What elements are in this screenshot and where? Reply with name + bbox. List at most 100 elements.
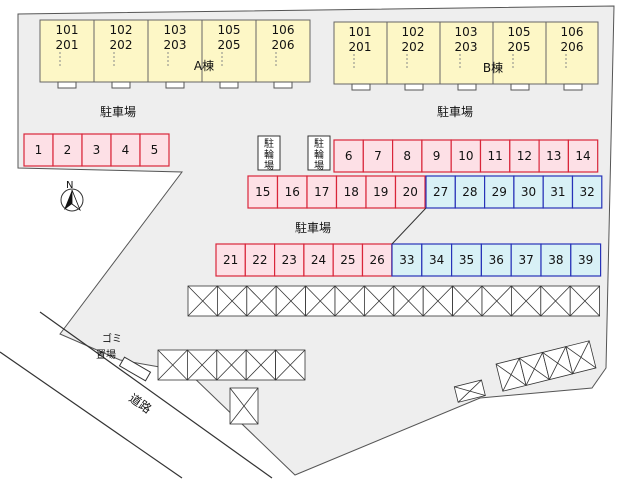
planting-cross-line — [229, 387, 259, 425]
parking-space-7: 7 — [362, 139, 394, 173]
unit-b-206: 206 — [561, 40, 584, 54]
unit-b-203: 203 — [455, 40, 478, 54]
planting-cross-line — [334, 285, 365, 317]
parking-space-22: 22 — [244, 243, 276, 277]
compass-n-label: N — [66, 180, 73, 191]
parking-label-top-left: 駐車場 — [100, 104, 136, 119]
svg-text:輪: 輪 — [314, 148, 324, 161]
parking-space-27: 27 — [425, 175, 456, 209]
parking-space-21: 21 — [215, 243, 246, 277]
unit-a-103: 103 — [164, 23, 187, 37]
parking-space-box — [567, 139, 599, 173]
svg-text:場: 場 — [264, 159, 274, 172]
parking-space-29: 29 — [484, 175, 515, 209]
parking-space-box — [484, 175, 515, 209]
garbage-label-1: ゴミ — [102, 332, 122, 345]
unit-a-201: 201 — [56, 38, 79, 52]
parking-space-35: 35 — [451, 243, 483, 277]
parking-space-13: 13 — [538, 139, 569, 173]
planting-cross-line — [511, 285, 542, 317]
parking-space-31: 31 — [542, 175, 574, 209]
parking-space-33: 33 — [391, 243, 423, 277]
road-edge-lower — [0, 351, 183, 479]
road-label: 道路 — [126, 390, 154, 416]
parking-space-number: 16 — [285, 185, 300, 199]
parking-space-3: 3 — [81, 133, 112, 167]
building-a-label: A棟 — [194, 58, 214, 73]
planting-cross-line — [187, 349, 218, 381]
unit-b-202: 202 — [402, 40, 425, 54]
unit-a-203: 203 — [164, 38, 187, 52]
parking-space-box — [454, 175, 486, 209]
planting-cross-line — [525, 352, 543, 386]
unit-b-201: 201 — [349, 40, 372, 54]
parking-space-number: 18 — [344, 185, 359, 199]
parking-space-number: 26 — [370, 253, 385, 267]
parking-space-number: 11 — [488, 149, 503, 163]
parking-space-30: 30 — [513, 175, 544, 209]
parking-space-34: 34 — [421, 243, 453, 277]
parking-space-number: 30 — [521, 185, 536, 199]
parking-space-number: 5 — [151, 143, 159, 157]
parking-space-37: 37 — [510, 243, 542, 277]
parking-space-20: 20 — [394, 175, 426, 209]
parking-space-box — [335, 175, 367, 209]
garbage-area: ゴミ 置場 — [96, 332, 152, 382]
planting-cross-line — [422, 285, 453, 317]
planting-cross-line — [187, 285, 218, 317]
unit-b-205: 205 — [508, 40, 531, 54]
parking-space-box — [421, 139, 452, 173]
garbage-label-2: 置場 — [96, 348, 116, 361]
planting-cross-line — [246, 285, 277, 317]
unit-a-205: 205 — [218, 38, 241, 52]
parking-space-19: 19 — [365, 175, 397, 209]
parking-space-number: 32 — [580, 185, 595, 199]
parking-space-box — [333, 139, 364, 173]
unit-b-103: 103 — [455, 25, 478, 39]
planting-cross-line — [305, 285, 336, 317]
parking-space-number: 23 — [282, 253, 297, 267]
parking-space-38: 38 — [540, 243, 572, 277]
parking-space-24: 24 — [303, 243, 334, 277]
parking-space-17: 17 — [306, 175, 338, 209]
parking-space-36: 36 — [480, 243, 512, 277]
parking-space-11: 11 — [479, 139, 511, 173]
parking-space-23: 23 — [274, 243, 305, 277]
parking-space-number: 12 — [517, 149, 532, 163]
parking-space-1: 1 — [23, 133, 54, 167]
parking-space-box — [538, 139, 569, 173]
parking-space-box — [365, 175, 397, 209]
planting-cross-line — [157, 349, 188, 381]
parking-space-box — [81, 133, 112, 167]
road-edge-upper — [39, 311, 273, 479]
svg-text:駐: 駐 — [314, 137, 324, 150]
parking-space-box — [451, 243, 483, 277]
parking-space-box — [139, 133, 170, 167]
parking-space-number: 38 — [548, 253, 563, 267]
unit-a-101: 101 — [56, 23, 79, 37]
planting-cross-line — [245, 349, 276, 381]
parking-space-box — [394, 175, 426, 209]
parking-space-number: 33 — [399, 253, 414, 267]
parking-space-number: 20 — [403, 185, 418, 199]
parking-space-box — [303, 243, 334, 277]
parking-space-number: 39 — [578, 253, 593, 267]
unit-b-106: 106 — [561, 25, 584, 39]
parking-space-number: 2 — [64, 143, 72, 157]
parking-space-number: 37 — [518, 253, 533, 267]
parking-space-box — [570, 243, 602, 277]
parking-space-number: 1 — [35, 143, 43, 157]
parking-label-middle: 駐車場 — [295, 220, 331, 235]
parking-space-number: 15 — [255, 185, 270, 199]
parking-space-box — [274, 243, 305, 277]
parking-space-6: 6 — [333, 139, 364, 173]
parking-space-box — [361, 243, 393, 277]
planting-cross-line — [275, 285, 306, 317]
parking-space-28: 28 — [454, 175, 486, 209]
building-b-label: B棟 — [483, 60, 503, 75]
svg-text:輪: 輪 — [264, 148, 274, 161]
